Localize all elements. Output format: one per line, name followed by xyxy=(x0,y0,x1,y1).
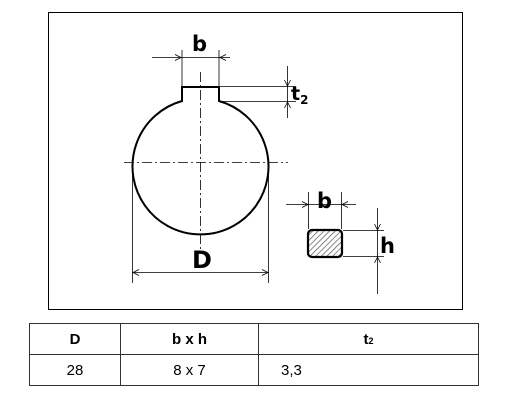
h-label: h xyxy=(380,234,395,258)
table-header-row: D b x h t2 xyxy=(29,323,479,355)
key-width-dimension xyxy=(286,192,356,229)
b-label-key: b xyxy=(317,189,332,213)
diameter-dimension xyxy=(132,163,269,283)
cell-t2: 3,3 xyxy=(258,354,479,386)
t2-label: t2 xyxy=(291,83,308,107)
D-label: D xyxy=(192,246,212,274)
keyway-depth-dimension xyxy=(219,66,296,118)
keyway-width-dimension xyxy=(152,50,230,86)
shaft-outline xyxy=(131,86,270,236)
b-label-top: b xyxy=(192,32,207,56)
key-height-dimension xyxy=(343,208,384,294)
table-row: 28 8 x 7 3,3 xyxy=(29,354,479,386)
key-dimensions-table: D b x h t2 28 8 x 7 3,3 xyxy=(29,323,479,386)
drawing-frame xyxy=(48,12,463,310)
cell-bxh: 8 x 7 xyxy=(120,354,259,386)
cell-D: 28 xyxy=(29,354,121,386)
key-cross-section xyxy=(306,228,344,259)
header-t2: t2 xyxy=(258,323,479,355)
header-bxh: b x h xyxy=(120,323,259,355)
header-D: D xyxy=(29,323,121,355)
